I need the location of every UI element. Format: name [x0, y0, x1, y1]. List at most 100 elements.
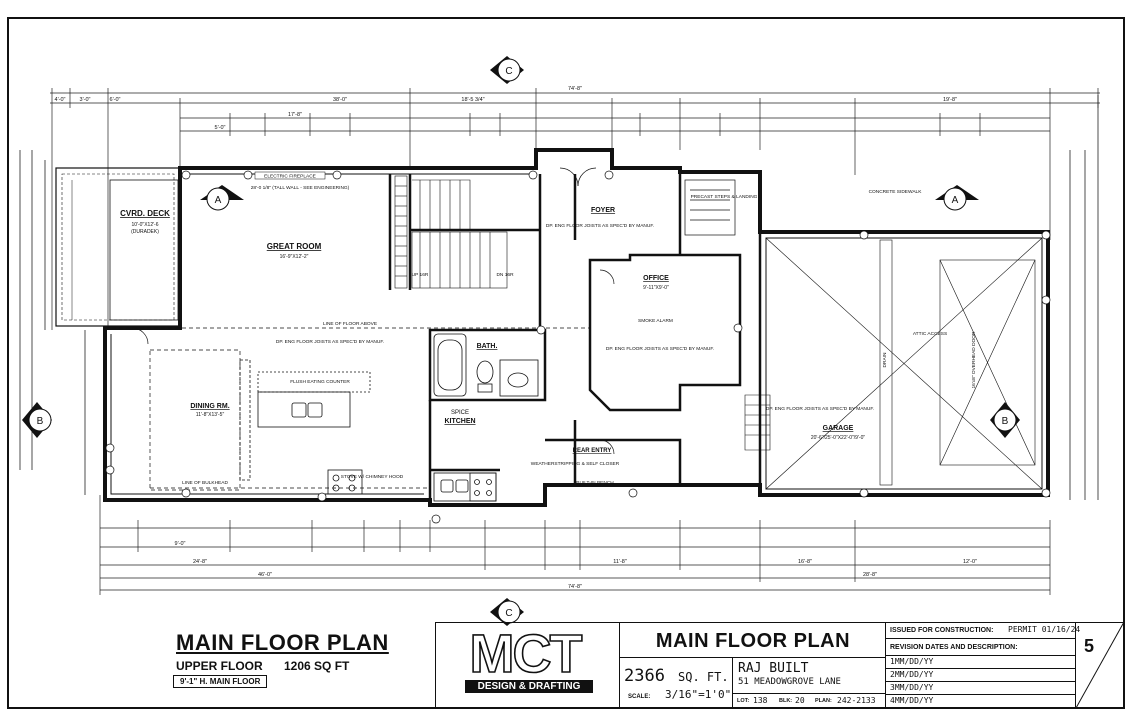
- svg-text:B: B: [1002, 416, 1009, 427]
- dim-46: 46'-0": [258, 572, 272, 578]
- svg-text:C: C: [505, 608, 512, 619]
- note-line-of-bulkhead: LINE OF BULKHEAD: [182, 480, 228, 486]
- issued-value: PERMIT 01/16/24: [1008, 625, 1081, 634]
- client-cell: RAJ BUILT 51 MEADOWGROVE LANE LOT: 138 B…: [733, 658, 886, 708]
- note-dn-stair: DN 16R: [496, 272, 514, 278]
- kitchen-fixtures: [239, 359, 497, 502]
- dim-5: 5'-0": [215, 125, 226, 131]
- dim-overall-bottom: 74'-8": [568, 584, 582, 590]
- section-marker-a-right: A: [935, 185, 979, 211]
- lot-value: 138: [753, 696, 768, 705]
- note-line-of-floor-above: LINE OF FLOOR ABOVE: [323, 321, 377, 327]
- scale-label: SCALE:: [628, 694, 651, 700]
- sheet-number: 5: [1084, 636, 1095, 656]
- scale-value: 3/16"=1'0": [665, 688, 732, 701]
- room-cvrd-deck-size: 10'-0"X12'-6: [131, 222, 158, 228]
- room-dining: DINING RM.: [190, 403, 229, 410]
- note-concrete-sidewalk: CONCRETE SIDEWALK: [869, 189, 923, 195]
- svg-text:C: C: [505, 66, 512, 77]
- note-eng-floor-joists-4: DP. ENG FLOOR JOISTS AS SPEC'D BY MANUF.: [546, 223, 654, 229]
- section-marker-a-left: A: [200, 185, 244, 211]
- garage-slab: [765, 237, 1043, 490]
- sheet-number-divider: [1076, 622, 1124, 708]
- room-kitchen: KITCHEN: [444, 418, 475, 425]
- column-markers: [105, 170, 1051, 524]
- lot-label: LOT:: [737, 698, 750, 704]
- plan-label: PLAN:: [815, 698, 832, 704]
- note-eng-floor-joists-2: DP. ENG FLOOR JOISTS AS SPEC'D BY MANUF.: [606, 346, 714, 352]
- issued-row: ISSUED FOR CONSTRUCTION: PERMIT 01/16/24: [886, 622, 1080, 639]
- room-rear-entry: REAR ENTRY: [573, 448, 612, 454]
- room-great-room: GREAT ROOM: [267, 242, 322, 251]
- note-eng-floor-joists-1: DP. ENG FLOOR JOISTS AS SPEC'D BY MANUF.: [276, 339, 384, 345]
- note-smoke-alarm: SMOKE ALARM: [638, 318, 673, 324]
- svg-text:B: B: [37, 416, 44, 427]
- note-flush-eating-counter: FLUSH EATING COUNTER: [290, 379, 350, 385]
- dim-19: 19'-8": [943, 97, 957, 103]
- sheet-border: [7, 17, 1125, 709]
- plan-notes: ELECTRIC FIREPLACE 28'-0 1/8" (TALL WALL…: [182, 171, 977, 486]
- revision-row-2: 2MM/DD/YY: [886, 669, 1076, 682]
- room-spice: SPICE: [451, 410, 469, 416]
- note-electric-fireplace: ELECTRIC FIREPLACE: [264, 174, 316, 180]
- plan-value: 242-2133: [837, 696, 876, 705]
- note-tall-wall: 28'-0 1/8" (TALL WALL - SEE ENGINEERING): [251, 185, 350, 191]
- note-attic-access: ATTIC ACCESS: [913, 331, 947, 337]
- revision-row-4: 4MM/DD/YY: [886, 695, 1076, 708]
- title-block: [435, 622, 1124, 708]
- plan-title-cell: MAIN FLOOR PLAN: [620, 622, 886, 658]
- revision-label: REVISION DATES AND DESCRIPTION:: [890, 644, 1018, 651]
- revision-row-3: 3MM/DD/YY: [886, 682, 1076, 695]
- logo-tagline: DESIGN & DRAFTING: [465, 680, 593, 693]
- room-cvrd-deck: CVRD. DECK: [120, 209, 170, 218]
- revision-row-1: 1MM/DD/YY: [886, 656, 1076, 669]
- bath-fixtures: [433, 333, 539, 397]
- upper-floor-sqft: 1206 SQ FT: [284, 659, 350, 673]
- dim-17: 17'-8": [288, 112, 302, 118]
- bottom-dimension-strings: [99, 495, 1051, 595]
- revision-header-row: REVISION DATES AND DESCRIPTION:: [886, 639, 1076, 656]
- revision-3: 3MM/DD/YY: [890, 683, 934, 692]
- section-marker-c-top: C: [490, 56, 524, 84]
- blk-label: BLK:: [779, 698, 793, 704]
- dim-overall-top: 74'-8": [568, 86, 582, 92]
- note-overhead-door: 16'x8" OVERHEAD DOOR: [971, 331, 977, 389]
- dim-38: 38'-0": [333, 97, 347, 103]
- note-eng-floor-joists-3: DP. ENG FLOOR JOISTS AS SPEC'D BY MANUF.: [766, 406, 874, 412]
- room-office: OFFICE: [643, 275, 669, 282]
- note-built-in-bench: BUILT-IN BENCH: [576, 480, 614, 486]
- dim-12: 12'-0": [963, 559, 977, 565]
- main-title: MAIN FLOOR PLAN: [176, 630, 389, 655]
- interior-walls: [388, 172, 762, 500]
- dimension-labels: 74'-8" 38'-0" 18'-5 3/4" 19'-8" 17'-8" 4…: [55, 86, 978, 590]
- logo-cell: MCT DESIGN & DRAFTING: [435, 622, 620, 708]
- stairs: [394, 175, 771, 451]
- upper-floor-label: UPPER FLOOR: [176, 659, 263, 673]
- svg-text:A: A: [952, 195, 959, 206]
- legal-row: LOT: 138 BLK: 20 PLAN: 242-2133: [733, 693, 886, 708]
- room-office-size: 9'-11"X9'-0": [643, 285, 669, 291]
- logo-letters: MCT: [469, 624, 584, 684]
- section-marker-b-left: B: [22, 402, 52, 438]
- section-marker-c-bottom: C: [490, 598, 524, 626]
- revision-2: 2MM/DD/YY: [890, 670, 934, 679]
- note-precast-steps: PRECAST STEPS & LANDING: [691, 194, 758, 200]
- section-marker-b-right: B: [990, 402, 1020, 438]
- dim-28: 28'-8": [863, 572, 877, 578]
- top-dimension-strings: [50, 88, 1100, 330]
- dim-18: 18'-5 3/4": [461, 97, 484, 103]
- dim-9: 9'-0": [175, 541, 186, 547]
- room-garage-size: 20'-6"/25'-0"X22'-0"/9'-0": [811, 435, 866, 441]
- plan-title: MAIN FLOOR PLAN: [655, 630, 851, 652]
- dining-bulkhead: [105, 327, 590, 491]
- covered-deck: [55, 167, 181, 327]
- svg-text:A: A: [215, 195, 222, 206]
- room-great-room-size: 16'-9"X12'-2": [280, 254, 309, 260]
- room-bath: BATH.: [477, 343, 498, 350]
- blk-value: 20: [795, 696, 805, 705]
- sqft-scale-cell: 2366 SQ. FT. SCALE: 3/16"=1'0": [620, 658, 733, 708]
- room-foyer: FOYER: [591, 207, 615, 214]
- revisions-cell: ISSUED FOR CONSTRUCTION: PERMIT 01/16/24…: [886, 622, 1080, 708]
